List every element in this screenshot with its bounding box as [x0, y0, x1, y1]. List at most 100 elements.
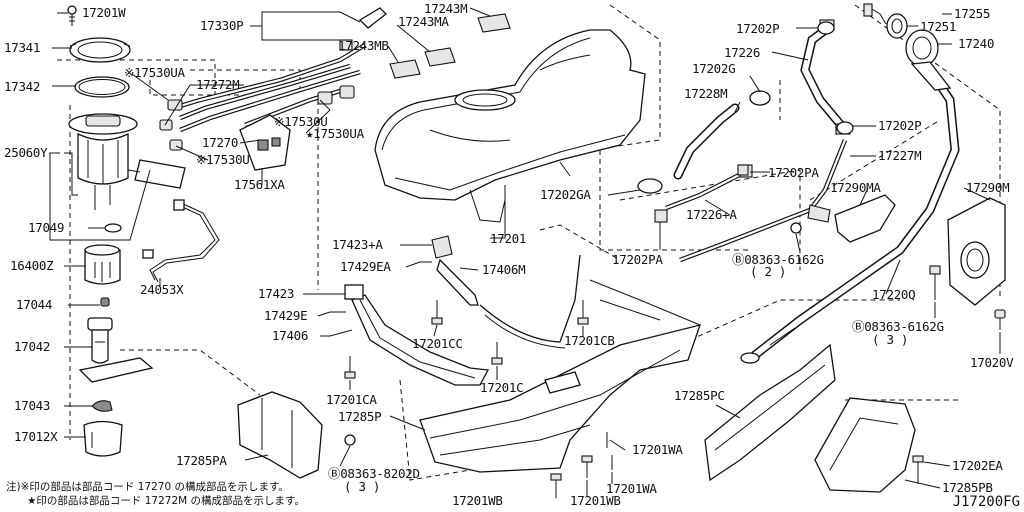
- label-24053x: 24053X: [140, 282, 184, 297]
- label-17290m: 17290M: [966, 180, 1010, 195]
- leader-lines: [49, 7, 1001, 496]
- connector-17530u-art: [317, 85, 355, 105]
- label-17202g: 17202G: [692, 61, 736, 76]
- label-17530ua-mid: ★17530UA: [306, 126, 364, 141]
- label-17201wb-1: 17201WB: [452, 493, 503, 508]
- label-qty-3-a: ( 3 ): [344, 479, 381, 494]
- label-17423a: 17423+A: [332, 237, 383, 252]
- label-17020v: 17020V: [970, 355, 1014, 370]
- reservoir-17012x-art: [83, 420, 123, 457]
- label-qty-3-b: ( 3 ): [872, 332, 909, 347]
- filler-neck-17240-art: [905, 29, 952, 91]
- filler-box-17290m-art: [947, 197, 1006, 306]
- pump-17042-art: [78, 317, 154, 383]
- label-17429e: 17429E: [264, 308, 308, 323]
- bolts-17201c-art: [330, 261, 589, 379]
- label-17342: 17342: [4, 79, 41, 94]
- bracket-17285pa-art: [237, 391, 356, 479]
- label-17285pb: 17285PB: [942, 480, 993, 495]
- label-17228m: 17228M: [684, 86, 728, 101]
- label-17255: 17255: [954, 6, 991, 21]
- label-17202pa-1: 17202PA: [612, 252, 663, 267]
- filler-tube-17220q-art: [740, 65, 960, 364]
- clip-17049-art: [104, 223, 122, 233]
- diagram-code: J17200FG: [952, 494, 1020, 510]
- label-08363-8202d: Ⓑ08363-8202D: [328, 466, 420, 481]
- label-17226a: 17226+A: [686, 207, 737, 222]
- label-17202ga: 17202GA: [540, 187, 591, 202]
- label-17201: 17201: [490, 231, 527, 246]
- label-17227m: 17227M: [878, 148, 922, 163]
- label-17044: 17044: [16, 297, 53, 312]
- label-17201wa-1: 17201WA: [632, 442, 683, 457]
- label-17012x: 17012X: [14, 429, 58, 444]
- pump-module-25060y-art: [68, 113, 186, 210]
- bracket-17290ma-art: [790, 194, 896, 243]
- filter-16400z-art: [84, 244, 121, 285]
- label-qty-2: ( 2 ): [750, 264, 787, 279]
- label-17202pa-2: 17202PA: [768, 165, 819, 180]
- tube-17226-art: [800, 19, 851, 135]
- label-17423: 17423: [258, 286, 295, 301]
- wire-harness-24053x-art: [142, 199, 220, 283]
- label-17226: 17226: [724, 45, 761, 60]
- label-17201cb: 17201CB: [564, 333, 615, 348]
- label-17270: 17270: [202, 135, 239, 150]
- label-17049: 17049: [28, 220, 65, 235]
- label-17406: 17406: [272, 328, 309, 343]
- label-17290ma: 17290MA: [830, 180, 881, 195]
- label-17330p: 17330P: [200, 18, 244, 33]
- label-17530u-mid: ※17530U: [274, 114, 328, 129]
- label-17243m: 17243M: [424, 1, 468, 16]
- label-25060y: 25060Y: [4, 145, 48, 160]
- footnote-asterisk: 注)※印の部品は部品コード 17270 の構成部品を示します。: [6, 481, 289, 493]
- cap-17251-art: [886, 13, 908, 39]
- label-17285pc: 17285PC: [674, 388, 725, 403]
- fuel-tank-17201-art: [374, 29, 646, 223]
- bracket-17561xa-art: [239, 114, 291, 171]
- insulators-17243m-art: [389, 13, 511, 79]
- tether-17255-art: [863, 3, 887, 25]
- part-17044-art: [100, 297, 110, 307]
- label-17201c: 17201C: [480, 380, 524, 395]
- label-17251: 17251: [920, 19, 957, 34]
- bolt-08363-6162g-art: [929, 265, 941, 300]
- label-17220q: 17220Q: [872, 287, 916, 302]
- protector-17285pb-art: [814, 397, 924, 493]
- protector-17285pc-art: [704, 343, 836, 482]
- label-17285pa: 17285PA: [176, 453, 227, 468]
- label-17202p-mid: 17202P: [878, 118, 922, 133]
- label-17272m: 17272M: [196, 77, 240, 92]
- label-17429ea: 17429EA: [340, 259, 391, 274]
- label-17202p-top: 17202P: [736, 21, 780, 36]
- label-17561xa: 17561XA: [234, 177, 285, 192]
- label-17530u-low: ※17530U: [196, 152, 250, 167]
- tube-17227m-art: [679, 139, 848, 263]
- label-17201wb-2: 17201WB: [570, 493, 621, 508]
- seal-17342-art: [74, 76, 130, 98]
- label-17530ua-top: ※17530UA: [124, 65, 185, 80]
- lock-ring-17341-art: [69, 37, 131, 63]
- label-17243ma: 17243MA: [398, 14, 449, 29]
- protector-17285p-art: [419, 279, 702, 473]
- clamps-17202-art: [637, 21, 854, 194]
- strap-17406m-art: [436, 254, 581, 349]
- bolt-17201w-art: [67, 5, 77, 26]
- clip-17043-art: [91, 400, 113, 412]
- connector-17530ua-art: [159, 99, 183, 151]
- label-17240: 17240: [958, 36, 995, 51]
- label-17201ca: 17201CA: [326, 392, 377, 407]
- strap-17406-art: [344, 284, 490, 386]
- clip-17423a-art: [431, 235, 453, 259]
- footnote-star: ★印の部品は部品コード 17272M の構成部品を示します。: [6, 495, 305, 507]
- label-17043: 17043: [14, 398, 51, 413]
- label-17406m: 17406M: [482, 262, 526, 277]
- bolt-17020v-art: [994, 309, 1006, 330]
- label-17285p: 17285P: [338, 409, 382, 424]
- label-17042: 17042: [14, 339, 51, 354]
- label-08363-6162g-2: Ⓑ08363-6162G: [852, 319, 944, 334]
- label-08363-6162g-1: Ⓑ08363-6162G: [732, 252, 824, 267]
- label-16400z: 16400Z: [10, 258, 54, 273]
